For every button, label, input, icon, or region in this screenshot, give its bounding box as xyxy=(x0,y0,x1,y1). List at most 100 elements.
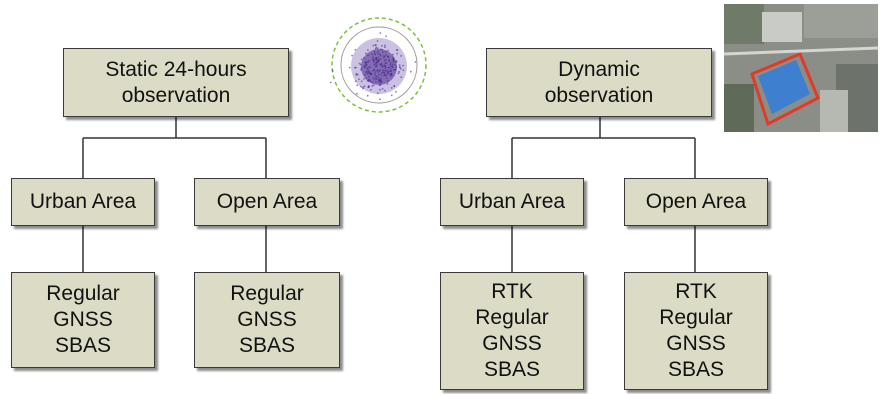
scatter-point xyxy=(384,44,386,47)
scatter-dense-core xyxy=(361,49,397,85)
scatter-point xyxy=(374,80,377,83)
scatter-point xyxy=(400,67,402,70)
scatter-point xyxy=(374,47,377,50)
scatter-point xyxy=(385,77,388,80)
scatter-point xyxy=(375,61,378,64)
method-item: SBAS xyxy=(483,358,541,381)
scatter-point xyxy=(386,73,388,76)
scatter-point xyxy=(402,69,405,72)
scatter-point xyxy=(380,77,383,80)
scatter-point xyxy=(385,54,388,56)
scatter-point xyxy=(384,58,387,61)
scatter-point xyxy=(392,56,395,59)
scatter-points xyxy=(330,32,417,101)
photo-block xyxy=(762,12,802,42)
scatter-point xyxy=(383,59,386,62)
scatter-point xyxy=(380,80,383,83)
scatter-point xyxy=(363,85,366,88)
scatter-point xyxy=(371,53,374,56)
method-item: GNSS xyxy=(666,332,726,355)
scatter-point xyxy=(393,85,396,88)
scatter-point xyxy=(355,73,358,76)
scatter-point xyxy=(388,70,390,73)
dynamic-urban-methods-box: RTK Regular GNSS SBAS xyxy=(440,272,584,390)
scatter-point xyxy=(369,66,372,69)
scatter-point xyxy=(389,63,391,66)
scatter-point xyxy=(370,73,373,76)
photo-block xyxy=(724,84,754,132)
scatter-point xyxy=(394,60,397,63)
scatter-point xyxy=(379,78,381,81)
scatter-point xyxy=(371,81,374,84)
scatter-point xyxy=(387,80,389,82)
scatter-point xyxy=(391,74,393,77)
scatter-point xyxy=(382,51,384,54)
scatter-point xyxy=(396,52,399,55)
scatter-point xyxy=(382,69,384,71)
scatter-point xyxy=(392,53,394,56)
scatter-point xyxy=(367,80,370,82)
scatter-point xyxy=(400,76,403,79)
scatter-point xyxy=(372,59,375,61)
scatter-point xyxy=(409,70,412,73)
method-item: SBAS xyxy=(667,358,725,381)
scatter-point xyxy=(392,58,395,60)
scatter-point xyxy=(387,55,389,58)
scatter-point xyxy=(360,69,362,71)
scatter-point xyxy=(377,50,379,53)
scatter-point xyxy=(379,82,382,84)
scatter-point xyxy=(375,70,377,73)
scatter-point xyxy=(374,65,377,68)
photo-road xyxy=(724,46,878,56)
scatter-point xyxy=(362,87,364,90)
scatter-point xyxy=(395,90,397,93)
scatter-point xyxy=(364,64,367,67)
scatter-point xyxy=(373,78,376,81)
scatter-point xyxy=(392,61,395,63)
static-open-methods-box: Regular GNSS SBAS xyxy=(194,272,340,368)
scatter-point xyxy=(373,69,375,71)
method-item: SBAS xyxy=(238,334,296,357)
dynamic-urban-label: Urban Area xyxy=(458,190,566,213)
scatter-point xyxy=(371,85,374,87)
method-item: GNSS xyxy=(53,308,113,331)
scatter-point xyxy=(377,56,380,59)
scatter-point xyxy=(379,98,381,101)
scatter-point xyxy=(362,57,365,59)
photo-block xyxy=(724,4,764,44)
scatter-point xyxy=(385,74,387,77)
static-title-line2: observation xyxy=(121,83,231,107)
scatter-point xyxy=(378,81,380,83)
scatter-point xyxy=(356,73,359,76)
scatter-point xyxy=(354,48,357,51)
static-urban-methods-box: Regular GNSS SBAS xyxy=(11,272,155,368)
scatter-point xyxy=(377,73,380,76)
method-item: RTK xyxy=(491,280,533,303)
scatter-point xyxy=(383,56,385,59)
scatter-point xyxy=(364,74,366,76)
dynamic-open-area-box: Open Area xyxy=(624,178,768,226)
method-item: Regular xyxy=(46,282,120,305)
static-open-label: Open Area xyxy=(216,190,318,213)
scatter-point xyxy=(388,60,390,62)
scatter-point xyxy=(368,59,371,62)
scatter-point xyxy=(385,62,388,65)
scatter-point xyxy=(330,81,332,84)
scatter-point xyxy=(378,59,380,61)
scatter-point xyxy=(372,84,375,86)
scatter-point xyxy=(400,55,402,57)
scatter-point xyxy=(387,49,389,52)
scatter-point xyxy=(395,60,398,62)
scatter-point xyxy=(374,57,377,60)
scatter-point xyxy=(384,46,386,49)
scatter-point xyxy=(383,64,385,67)
scatter-point xyxy=(374,74,377,76)
scatter-point xyxy=(375,64,378,66)
scatter-point xyxy=(382,55,385,57)
scatter-point xyxy=(391,66,394,69)
scatter-point xyxy=(389,73,391,76)
scatter-point xyxy=(366,70,368,73)
scatter-point xyxy=(414,61,417,63)
scatter-point xyxy=(367,61,369,63)
scatter-point xyxy=(374,77,377,80)
